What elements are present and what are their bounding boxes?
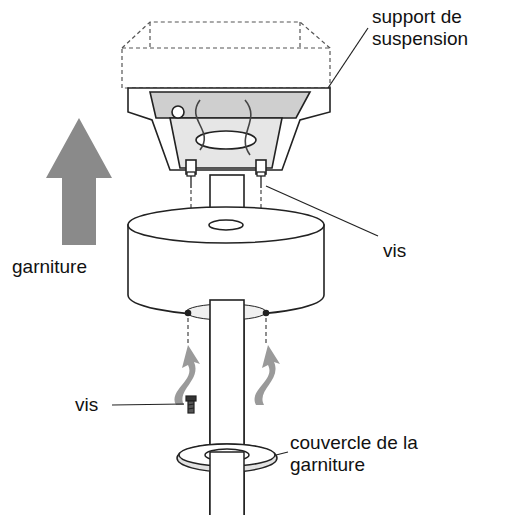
twist-arrows xyxy=(175,345,280,405)
leader-lines xyxy=(112,28,378,455)
direction-arrow xyxy=(46,118,112,245)
canopy-cover-ring xyxy=(177,444,277,515)
screw xyxy=(186,396,196,413)
downrod xyxy=(210,175,244,515)
part-label: couvercle de la garniture xyxy=(290,432,430,476)
part-label: vis xyxy=(383,240,443,262)
outlet-box xyxy=(122,22,330,88)
part-label: garniture xyxy=(12,256,122,278)
mounting-bracket xyxy=(128,88,330,174)
screw-paths xyxy=(188,318,266,345)
part-label: support de suspension xyxy=(372,6,502,50)
part-label: vis xyxy=(75,394,111,416)
